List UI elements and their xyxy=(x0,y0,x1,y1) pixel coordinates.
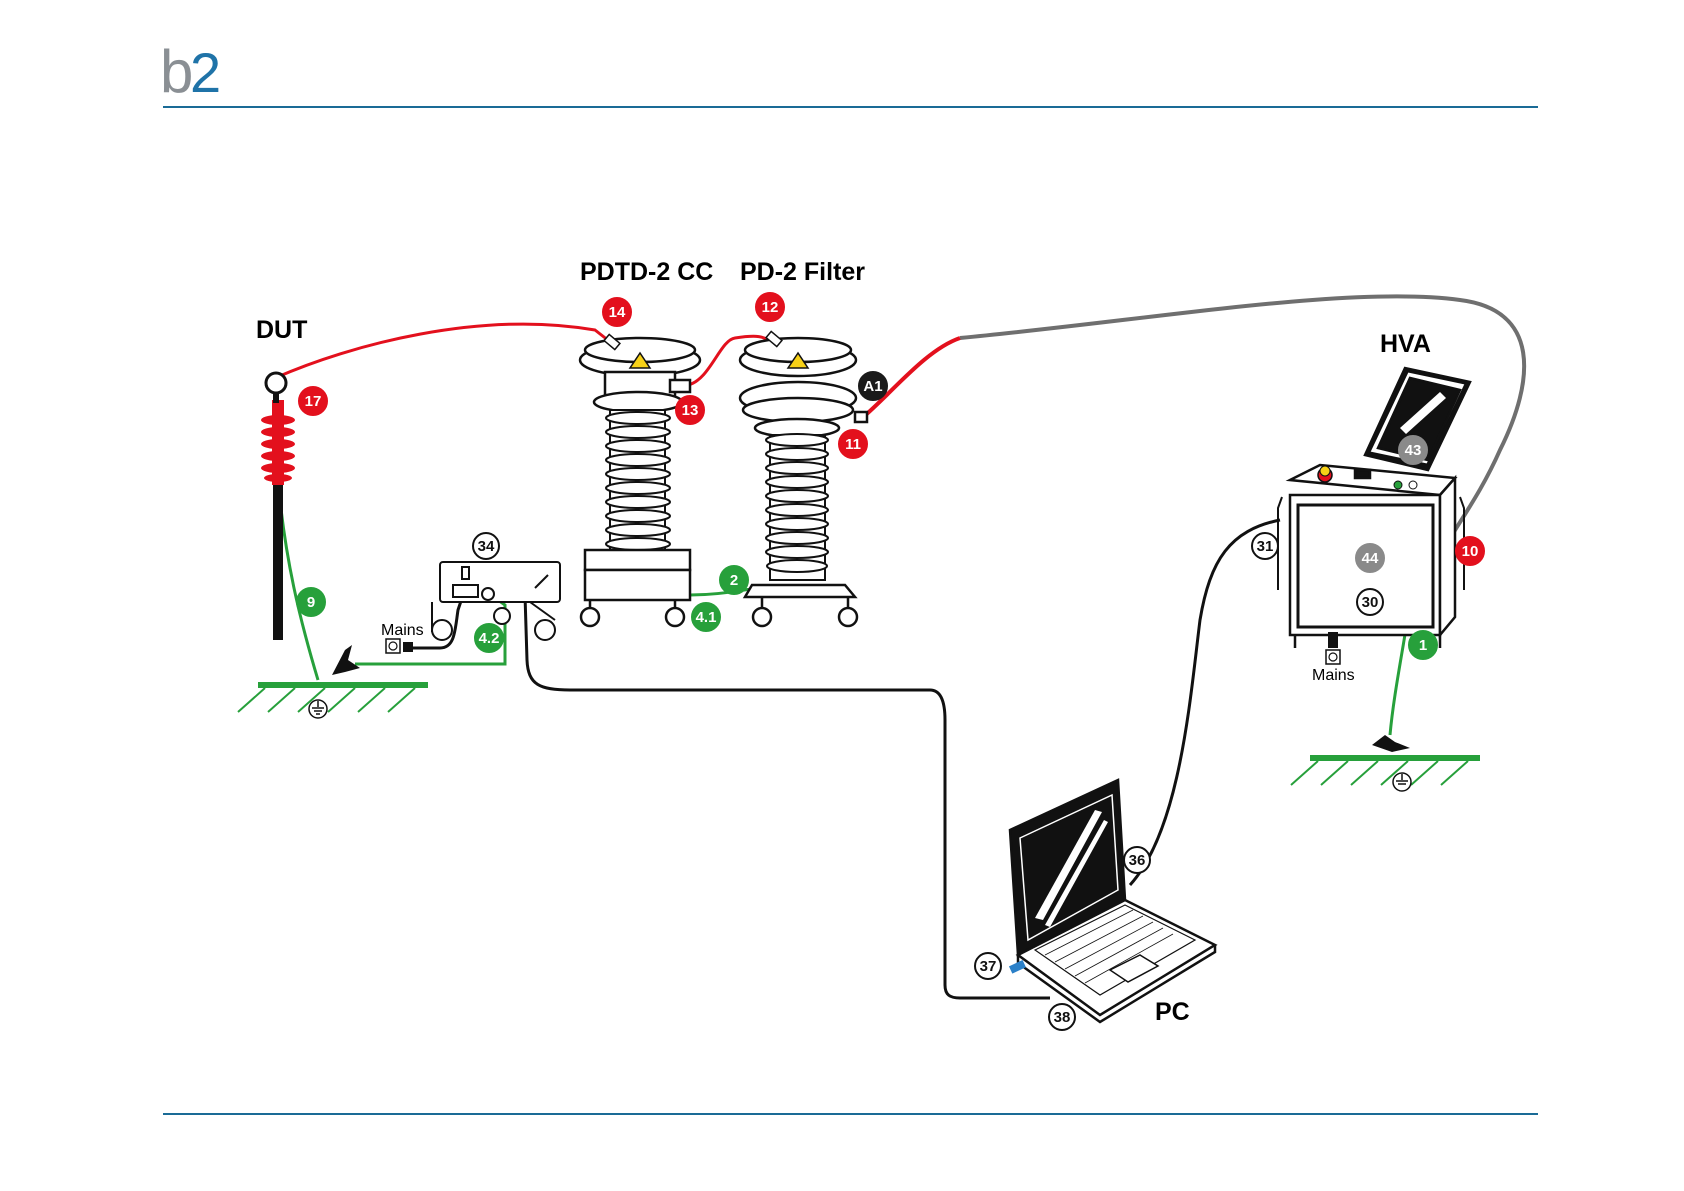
badge-layer: 14 12 17 13 11 10 A1 9 2 4.1 4.2 1 43 44… xyxy=(297,293,1484,1030)
svg-text:1: 1 xyxy=(1419,637,1427,654)
svg-text:4.2: 4.2 xyxy=(479,630,500,647)
badge-10: 10 xyxy=(1456,537,1484,565)
badge-34: 34 xyxy=(473,533,499,559)
pdtd-2-cc-coupling-capacitor xyxy=(580,338,700,626)
badge-13: 13 xyxy=(676,396,704,424)
badge-17: 17 xyxy=(299,387,327,415)
ground-plate-right xyxy=(1291,755,1480,791)
badge-30: 30 xyxy=(1357,589,1383,615)
svg-text:2: 2 xyxy=(730,572,738,589)
ground-cable-dut xyxy=(278,480,318,680)
hva-label: HVA xyxy=(1380,330,1431,358)
svg-text:11: 11 xyxy=(845,436,861,453)
svg-text:38: 38 xyxy=(1054,1009,1071,1026)
badge-11: 11 xyxy=(839,430,867,458)
svg-text:9: 9 xyxy=(307,594,315,611)
badge-9: 9 xyxy=(297,588,325,616)
badge-44: 44 xyxy=(1356,544,1384,572)
fibre-cable-34-38 xyxy=(525,595,1050,998)
svg-text:14: 14 xyxy=(609,304,626,321)
pc-label: PC xyxy=(1155,998,1190,1026)
ground-clamp-right xyxy=(1372,735,1410,752)
mains-plug-right xyxy=(1326,632,1340,664)
badge-14: 14 xyxy=(603,298,631,326)
svg-text:31: 31 xyxy=(1257,538,1274,555)
svg-text:17: 17 xyxy=(305,393,322,410)
dut-label: DUT xyxy=(256,316,307,344)
svg-text:44: 44 xyxy=(1362,550,1379,567)
cable-36-31 xyxy=(1130,520,1280,885)
badge-12: 12 xyxy=(756,293,784,321)
pd-2-filter xyxy=(740,338,867,626)
mains-plug-left xyxy=(386,639,413,653)
mains-label-right: Mains xyxy=(1312,667,1355,684)
svg-text:4.1: 4.1 xyxy=(696,609,717,626)
ground-plate-left xyxy=(238,682,428,718)
pdtd-label: PDTD-2 CC xyxy=(580,258,713,286)
badge-37: 37 xyxy=(975,953,1001,979)
mains-label-left: Mains xyxy=(381,622,424,639)
badge-2: 2 xyxy=(720,566,748,594)
svg-text:37: 37 xyxy=(980,958,997,975)
badge-4-1: 4.1 xyxy=(692,603,720,631)
svg-text:30: 30 xyxy=(1362,594,1379,611)
svg-text:43: 43 xyxy=(1405,442,1422,459)
badge-36: 36 xyxy=(1124,847,1150,873)
svg-text:10: 10 xyxy=(1462,543,1479,560)
dut-insulator xyxy=(261,373,295,640)
laptop-pc xyxy=(1010,780,1215,1022)
badge-1: 1 xyxy=(1409,631,1437,659)
filter-label: PD-2 Filter xyxy=(740,258,865,286)
badge-a1: A1 xyxy=(859,372,887,400)
ground-clamp-left xyxy=(332,645,360,675)
svg-text:12: 12 xyxy=(762,299,779,316)
svg-text:34: 34 xyxy=(478,538,495,555)
svg-text:36: 36 xyxy=(1129,852,1146,869)
badge-38: 38 xyxy=(1049,1004,1075,1030)
svg-text:13: 13 xyxy=(682,402,699,419)
badge-4-2: 4.2 xyxy=(475,624,503,652)
badge-31: 31 xyxy=(1252,533,1278,559)
svg-text:A1: A1 xyxy=(863,378,882,395)
hv-cable-dut xyxy=(275,324,618,378)
badge-43: 43 xyxy=(1399,436,1427,464)
